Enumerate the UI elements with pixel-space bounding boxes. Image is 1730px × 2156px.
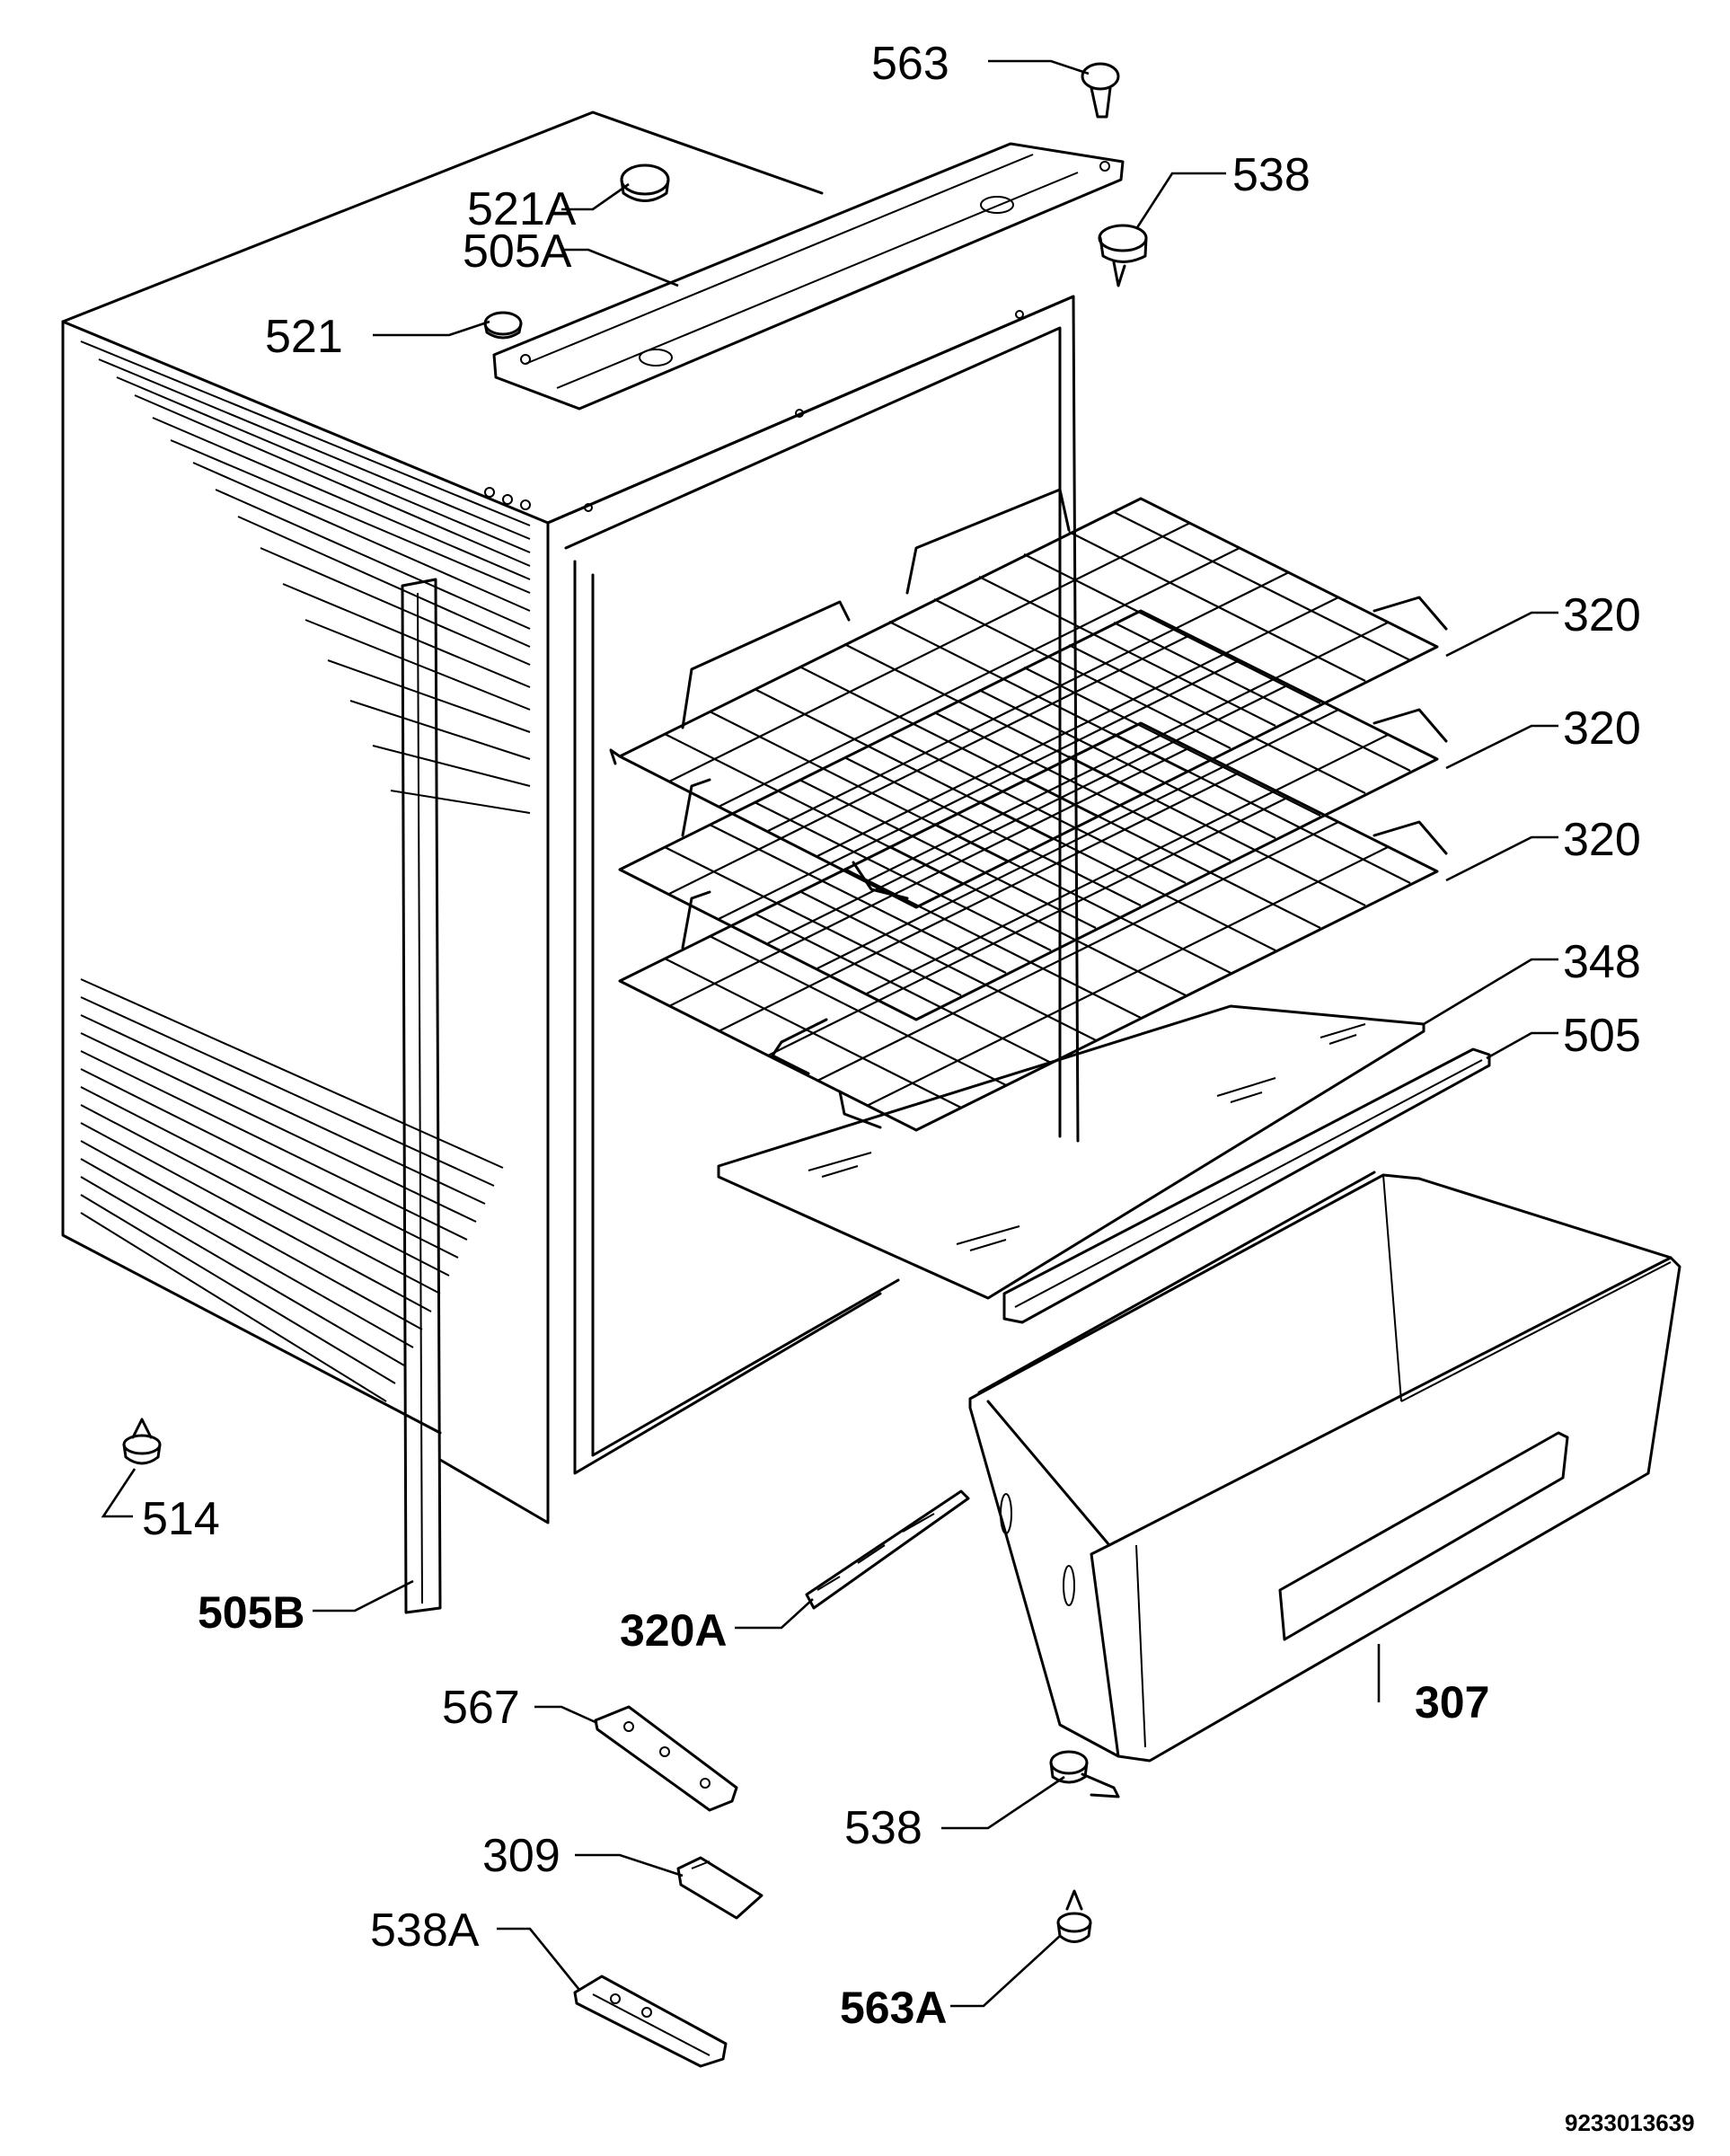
cap-521 bbox=[483, 311, 523, 340]
label-320-2: 320 bbox=[1563, 702, 1641, 755]
hinge-567 bbox=[594, 1705, 738, 1812]
label-320-3: 320 bbox=[1563, 814, 1641, 866]
label-320A: 320A bbox=[620, 1605, 728, 1656]
drawer-rail bbox=[805, 1489, 970, 1610]
label-505B: 505B bbox=[198, 1587, 305, 1638]
hinge-538A bbox=[573, 1975, 728, 2068]
label-514: 514 bbox=[142, 1493, 220, 1545]
cap-521A bbox=[620, 163, 670, 202]
hinge-pin-538-top bbox=[1098, 224, 1148, 287]
glass-trim bbox=[1002, 1047, 1491, 1324]
label-307: 307 bbox=[1415, 1677, 1489, 1727]
crisper-drawer bbox=[968, 1171, 1681, 1763]
wire-shelf-3 bbox=[618, 721, 1448, 1132]
label-538A: 538A bbox=[370, 1904, 480, 1957]
screw-563A bbox=[1056, 1889, 1092, 1943]
glass-shelf bbox=[717, 1004, 1425, 1300]
part-labels: 563 538 521A 505A 521 320 320 320 348 50… bbox=[142, 38, 1695, 2136]
label-521A: 521A bbox=[467, 183, 577, 235]
label-521: 521 bbox=[265, 311, 343, 363]
wire-shelf-1 bbox=[609, 488, 1448, 909]
label-563A: 563A bbox=[840, 1983, 948, 2033]
top-hinge-rail bbox=[492, 142, 1125, 411]
leader-lines bbox=[101, 59, 1558, 2008]
label-505: 505 bbox=[1563, 1010, 1641, 1062]
label-567: 567 bbox=[442, 1682, 520, 1734]
hinge-pin-538-bottom bbox=[1049, 1750, 1120, 1798]
document-number: 9233013639 bbox=[1565, 2109, 1695, 2136]
label-538-top: 538 bbox=[1232, 149, 1311, 201]
label-563: 563 bbox=[871, 38, 949, 90]
label-320-1: 320 bbox=[1563, 589, 1641, 641]
wire-shelf-2 bbox=[618, 609, 1448, 1021]
foot-514 bbox=[122, 1418, 162, 1465]
screw-563 bbox=[1081, 62, 1120, 119]
label-538-bottom: 538 bbox=[844, 1802, 922, 1854]
label-309: 309 bbox=[482, 1830, 560, 1882]
clip-309 bbox=[676, 1856, 763, 1920]
side-panel-shading bbox=[80, 340, 531, 1402]
label-505A: 505A bbox=[463, 225, 572, 278]
label-348: 348 bbox=[1563, 936, 1641, 988]
cabinet-body bbox=[61, 110, 1080, 1524]
door-seal-strip bbox=[401, 578, 442, 1614]
